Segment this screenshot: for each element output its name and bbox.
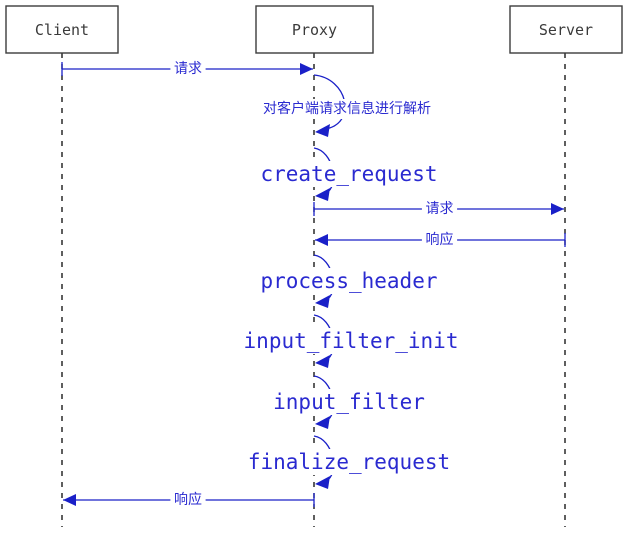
arrow-head xyxy=(315,476,330,489)
message-7-self-call[interactable]: input_filter_init xyxy=(241,314,461,368)
message-1-call[interactable]: 请求 xyxy=(61,58,313,80)
label-backdrop xyxy=(258,268,440,294)
actor-label-proxy: Proxy xyxy=(292,21,337,39)
label-backdrop xyxy=(257,99,437,119)
label-backdrop xyxy=(270,389,428,415)
message-label: 请求 xyxy=(426,201,454,217)
label-backdrop xyxy=(258,161,440,187)
message-label: 请求 xyxy=(174,61,202,77)
label-backdrop xyxy=(421,198,458,220)
label-backdrop xyxy=(170,489,206,511)
label-backdrop xyxy=(421,229,458,251)
actor-client[interactable]: Client xyxy=(5,5,119,54)
message-4-call[interactable]: 请求 xyxy=(313,198,564,220)
message-5-return[interactable]: 响应 xyxy=(315,229,566,251)
arrow-head xyxy=(300,63,313,75)
arrow-head xyxy=(315,234,328,246)
message-2-self-call[interactable]: 对客户端请求信息进行解析 xyxy=(257,74,437,137)
message-label: input_filter xyxy=(273,390,425,414)
actor-box-server[interactable] xyxy=(509,5,623,54)
arrow-head xyxy=(315,188,330,201)
messages-layer: 请求对客户端请求信息进行解析create_request请求响应process_… xyxy=(61,58,566,511)
actor-box-client[interactable] xyxy=(5,5,119,54)
message-3-self-call[interactable]: create_request xyxy=(258,147,440,201)
arrow-head xyxy=(315,295,330,308)
actors-layer: Client Proxy Server xyxy=(5,5,623,54)
actor-proxy[interactable]: Proxy xyxy=(255,5,374,54)
arrow-head xyxy=(315,124,330,137)
label-backdrop xyxy=(241,328,461,354)
message-9-self-call[interactable]: finalize_request xyxy=(245,435,453,489)
message-label: 响应 xyxy=(426,231,454,248)
lifelines-layer xyxy=(61,53,566,527)
actor-server[interactable]: Server xyxy=(509,5,623,54)
message-6-self-call[interactable]: process_header xyxy=(258,254,440,308)
message-label: 对客户端请求信息进行解析 xyxy=(263,100,431,117)
actor-label-server: Server xyxy=(539,21,593,39)
message-label: 响应 xyxy=(174,491,202,508)
label-backdrop xyxy=(170,58,206,80)
arrow-head xyxy=(63,494,76,506)
message-label: create_request xyxy=(260,162,437,186)
message-label: finalize_request xyxy=(248,450,450,474)
arrow-head xyxy=(315,416,330,429)
label-backdrop xyxy=(245,449,453,475)
arrow-head xyxy=(315,355,330,368)
actor-label-client: Client xyxy=(35,21,89,39)
message-label: process_header xyxy=(260,269,437,293)
arrow-head xyxy=(551,203,564,215)
actor-box-proxy[interactable] xyxy=(255,5,374,54)
message-8-self-call[interactable]: input_filter xyxy=(270,375,428,429)
message-10-return[interactable]: 响应 xyxy=(63,489,315,511)
message-label: input_filter_init xyxy=(244,329,459,353)
